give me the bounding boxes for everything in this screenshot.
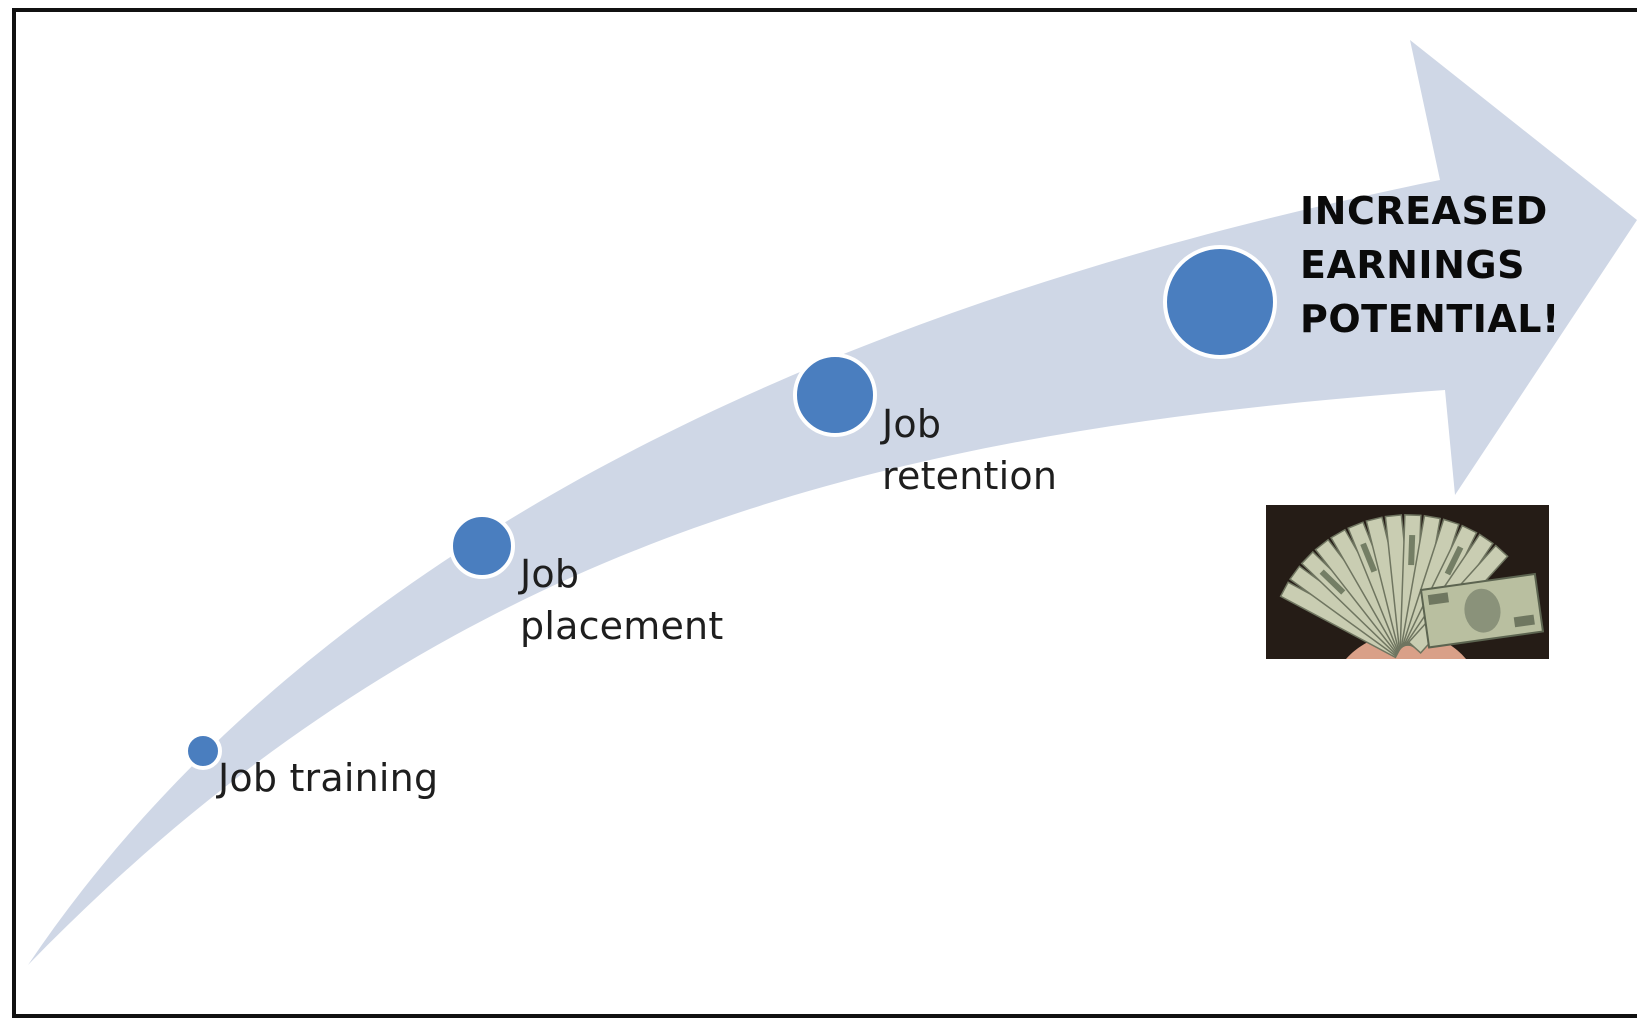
cash-photo [1266, 505, 1549, 659]
step-label-training: Job training [218, 756, 439, 800]
cash-photo-drawing [1266, 505, 1549, 659]
step-dot-placement [449, 513, 515, 579]
outcome-label: Increased earnings potential! [1300, 189, 1560, 341]
step-label-placement: Job placement [520, 552, 724, 648]
step-dot-training [184, 732, 222, 770]
step-label-retention: Job retention [882, 402, 1058, 498]
step-dot-retention [793, 353, 877, 437]
step-dot-outcome [1163, 245, 1277, 359]
progress-arrow [28, 40, 1637, 965]
